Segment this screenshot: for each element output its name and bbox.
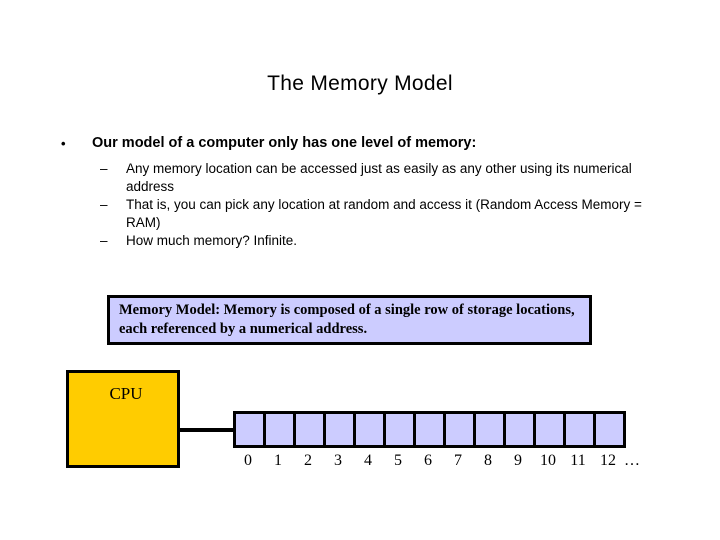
memory-cell [506, 414, 536, 445]
memory-cell [446, 414, 476, 445]
memory-address-label: 4 [364, 452, 372, 469]
memory-cell [566, 414, 596, 445]
sub-bullet-list: – Any memory location can be accessed ju… [52, 160, 672, 250]
bullet-marker-dash: – [100, 233, 108, 248]
memory-address-label: 10 [540, 452, 556, 469]
page-title: The Memory Model [267, 72, 453, 95]
memory-address-label: 3 [334, 452, 342, 469]
sub-bullet-text-2: That is, you can pick any location at ra… [126, 197, 642, 230]
callout-text: Memory Model: Memory is composed of a si… [119, 302, 575, 337]
sub-bullet-item-2: – That is, you can pick any location at … [100, 196, 672, 232]
memory-address-label: 11 [570, 452, 586, 469]
memory-model-callout-box: Memory Model: Memory is composed of a si… [107, 295, 592, 345]
memory-cell [596, 414, 623, 445]
sub-bullet-item-1: – Any memory location can be accessed ju… [100, 160, 672, 196]
bullet-marker-dash: – [100, 161, 108, 176]
sub-bullet-text-1: Any memory location can be accessed just… [126, 161, 632, 194]
memory-address-label: 7 [454, 452, 462, 469]
memory-address-label: 5 [394, 452, 402, 469]
memory-cell [266, 414, 296, 445]
memory-address-label: 9 [514, 452, 522, 469]
memory-cell [326, 414, 356, 445]
memory-address-label: 0 [244, 452, 252, 469]
memory-cell [356, 414, 386, 445]
cpu-label: CPU [109, 384, 143, 403]
memory-cell [296, 414, 326, 445]
memory-address-label: 12 [600, 452, 616, 469]
bullet-marker-dot: • [61, 136, 66, 151]
memory-row [233, 411, 626, 448]
memory-address-label: 1 [274, 452, 282, 469]
bullet-marker-dash: – [100, 197, 108, 212]
memory-address-label: 2 [304, 452, 312, 469]
bullet-list: • Our model of a computer only has one l… [52, 134, 672, 250]
memory-address-label: 6 [424, 452, 432, 469]
memory-cell [386, 414, 416, 445]
memory-cell [236, 414, 266, 445]
bullet-level1-text: Our model of a computer only has one lev… [92, 135, 477, 151]
bullet-level1: • Our model of a computer only has one l… [52, 134, 672, 153]
memory-cell [536, 414, 566, 445]
sub-bullet-item-3: – How much memory? Infinite. [100, 232, 672, 250]
memory-address-label: 8 [484, 452, 492, 469]
memory-cell [416, 414, 446, 445]
sub-bullet-text-3: How much memory? Infinite. [126, 233, 298, 248]
memory-address-ellipsis: … [624, 452, 640, 469]
cpu-box: CPU [66, 370, 180, 468]
cpu-memory-bus-line [180, 428, 234, 432]
memory-cell [476, 414, 506, 445]
